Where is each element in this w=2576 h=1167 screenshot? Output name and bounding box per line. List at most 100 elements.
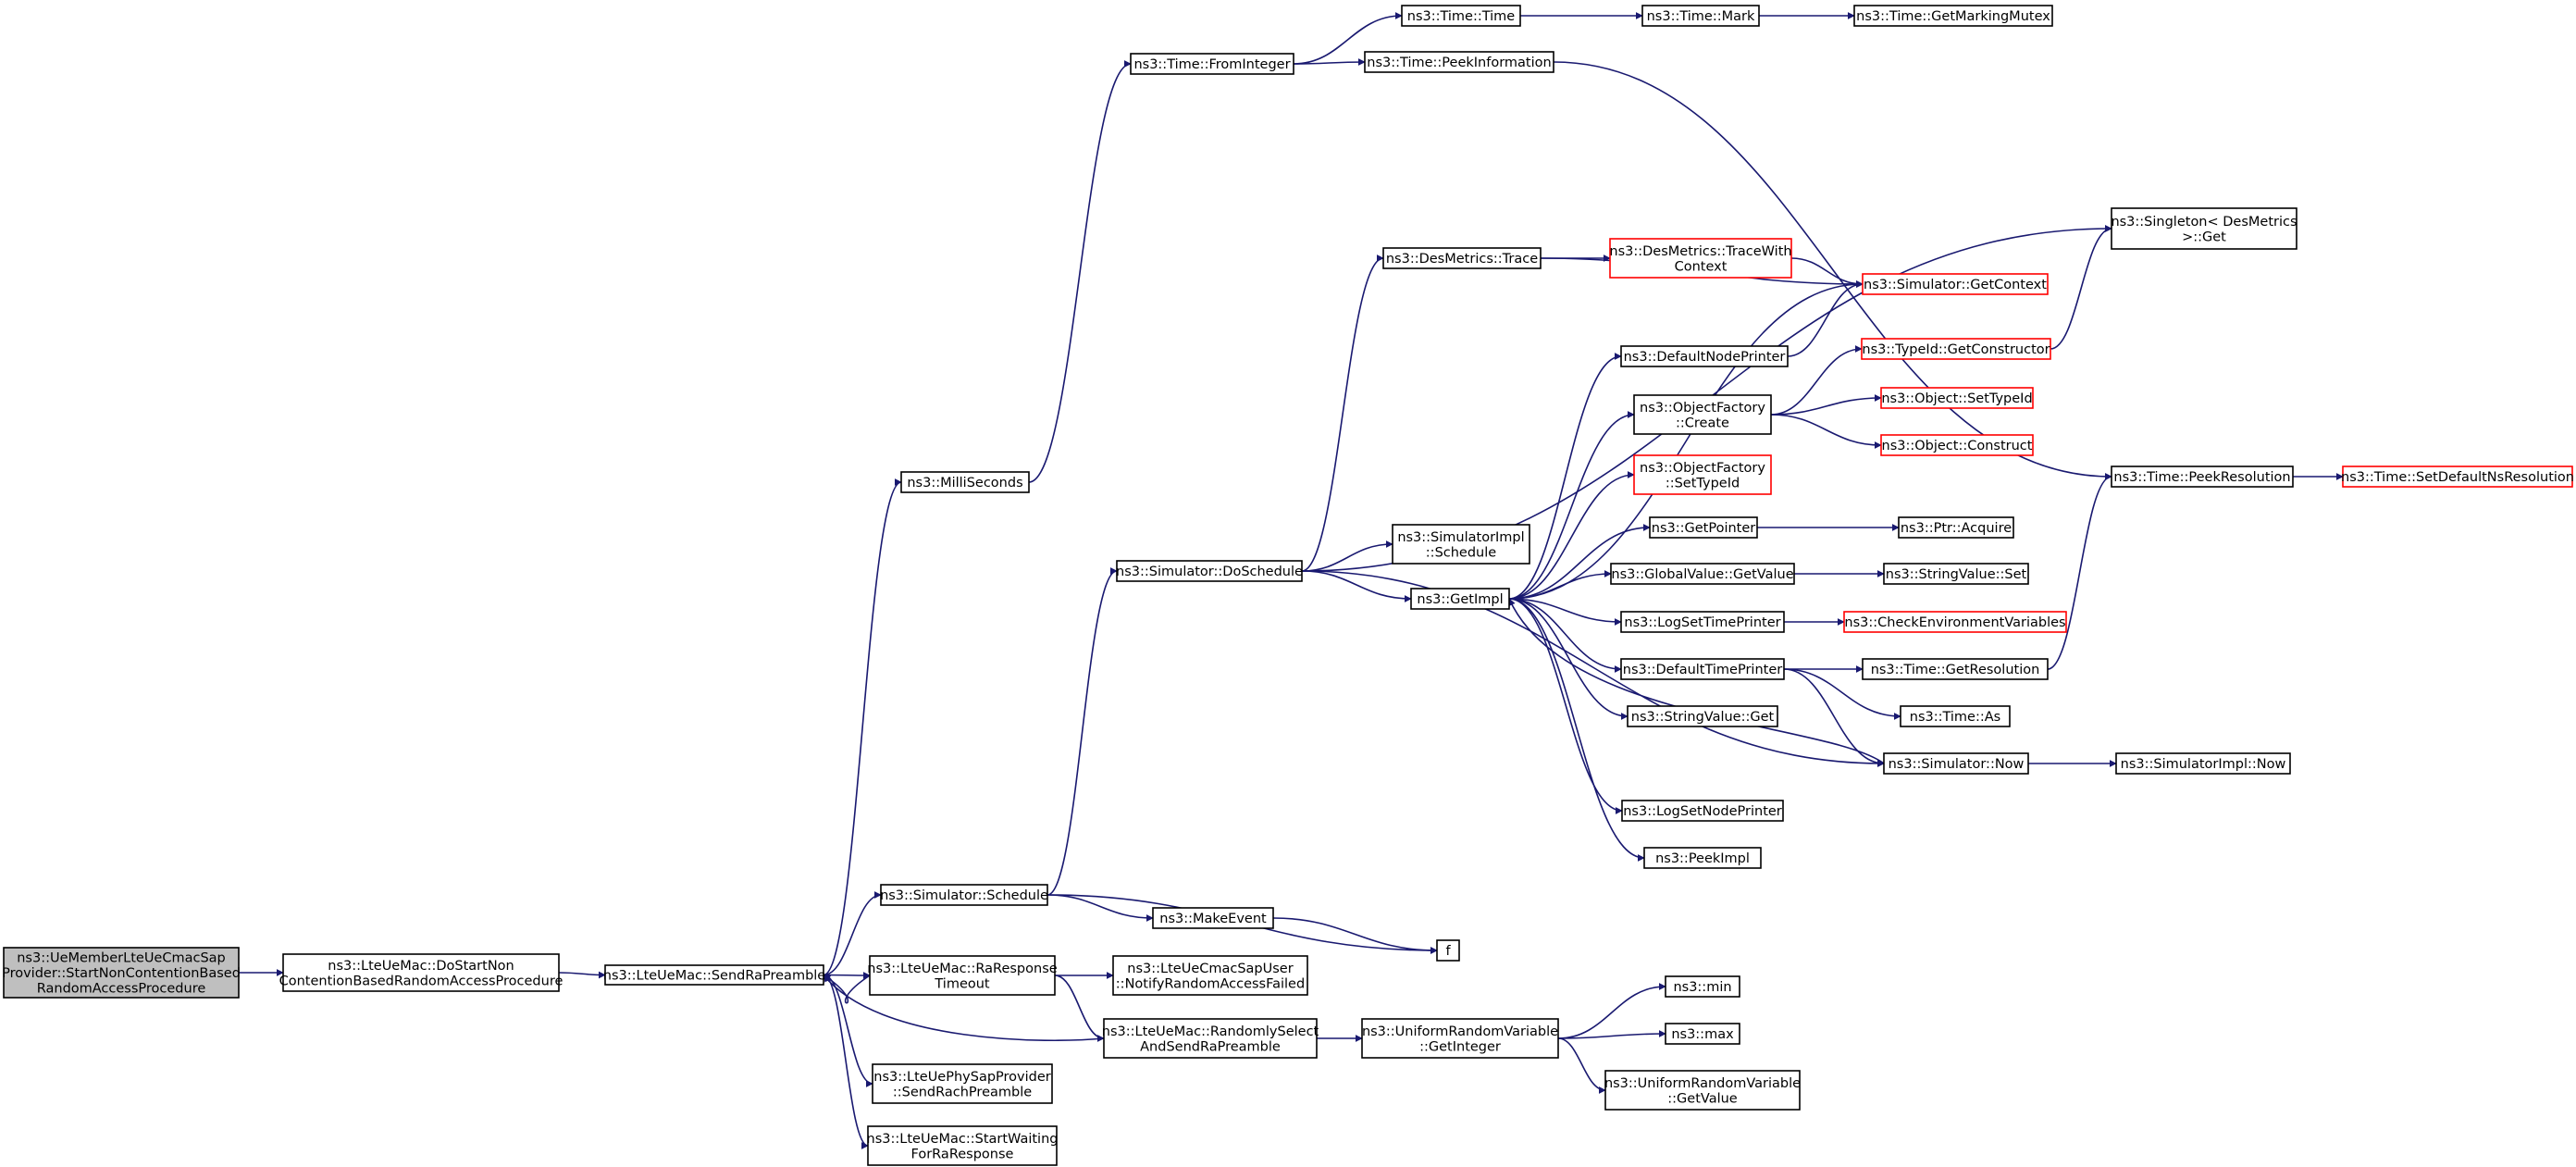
node-label: ns3::Object::SetTypeId <box>1881 391 2032 406</box>
edge-urvGetInt-to-urvGetVal <box>1557 1037 1606 1094</box>
edge-defTimePrinter-to-timeAs <box>1783 668 1901 720</box>
node-objConstruct[interactable]: ns3::Object::Construct <box>1880 434 2034 456</box>
node-makeEvent[interactable]: ns3::MakeEvent <box>1152 907 1274 929</box>
node-milli[interactable]: ns3::MilliSeconds <box>900 471 1030 493</box>
edge-raTimeout-to-sendRa <box>823 974 871 1004</box>
node-root[interactable]: ns3::UeMemberLteUeCmacSapProvider::Start… <box>2 947 241 999</box>
node-svGet[interactable]: ns3::StringValue::Get <box>1627 705 1778 727</box>
node-label: ns3::LogSetNodePrinter <box>1623 804 1782 819</box>
node-box <box>1610 563 1795 585</box>
node-label: ns3::GetImpl <box>1417 592 1503 607</box>
node-simImplNow[interactable]: ns3::SimulatorImpl::Now <box>2115 752 2291 775</box>
node-label: ns3::StringValue::Get <box>1631 710 1775 725</box>
node-simSchedule[interactable]: ns3::Simulator::Schedule <box>880 884 1048 906</box>
node-setDefNs[interactable]: ns3::Time::SetDefaultNsResolution <box>2341 466 2574 488</box>
node-ofCreate[interactable]: ns3::ObjectFactory::Create <box>1633 394 1772 435</box>
node-label: ns3::Simulator::Schedule <box>880 888 1048 903</box>
node-box <box>1643 847 1762 869</box>
node-box <box>1382 247 1542 269</box>
node-box <box>1364 51 1554 73</box>
node-simImplSched[interactable]: ns3::SimulatorImpl::Schedule <box>1392 524 1530 565</box>
node-box <box>1853 5 2053 27</box>
node-ofSetTypeId[interactable]: ns3::ObjectFactory::SetTypeId <box>1633 454 1772 495</box>
node-doStart[interactable]: ns3::LteUeMac::DoStartNonContentionBased… <box>279 953 564 992</box>
node-svSet[interactable]: ns3::StringValue::Set <box>1883 563 2029 585</box>
node-box <box>1641 5 1760 27</box>
node-peekInfo[interactable]: ns3::Time::PeekInformation <box>1364 51 1554 73</box>
node-doSchedule[interactable]: ns3::Simulator::DoSchedule <box>1116 560 1303 582</box>
edge-getImpl-to-gvGetValue <box>1508 570 1612 600</box>
node-label: ns3::SimulatorImpl <box>1397 530 1524 545</box>
node-gvGetValue[interactable]: ns3::GlobalValue::GetValue <box>1610 563 1795 585</box>
edge-getRes-to-peekRes <box>2047 473 2112 670</box>
node-logSetNode[interactable]: ns3::LogSetNodePrinter <box>1621 800 1784 822</box>
node-defNodePrinter[interactable]: ns3::DefaultNodePrinter <box>1620 345 1789 367</box>
node-getPointer[interactable]: ns3::GetPointer <box>1649 516 1758 539</box>
node-fromInt[interactable]: ns3::Time::FromInteger <box>1130 53 1294 75</box>
edge-sendRa-to-simSchedule <box>823 891 882 976</box>
node-box <box>2342 466 2573 488</box>
node-box <box>1112 955 1308 996</box>
node-getContext[interactable]: ns3::Simulator::GetContext <box>1862 273 2049 295</box>
node-box <box>872 1063 1053 1104</box>
node-defTimePrinter[interactable]: ns3::DefaultTimePrinter <box>1620 658 1785 680</box>
edge-traceWith-to-getContext <box>1790 257 1864 288</box>
node-label: ns3::Time::Time <box>1407 9 1516 24</box>
node-label: ns3::Time::SetDefaultNsResolution <box>2341 470 2574 485</box>
node-getCtor[interactable]: ns3::TypeId::GetConstructor <box>1861 338 2051 360</box>
node-logSetTime[interactable]: ns3::LogSetTimePrinter <box>1620 611 1785 633</box>
node-label: ns3::LteUeMac::DoStartNon <box>328 959 514 974</box>
node-simNow[interactable]: ns3::Simulator::Now <box>1883 752 2029 775</box>
edge-getCtor-to-singleton <box>2050 225 2112 350</box>
node-box <box>880 884 1048 906</box>
node-notifyFailed[interactable]: ns3::LteUeCmacSapUser::NotifyRandomAcces… <box>1112 955 1308 996</box>
node-randSelect[interactable]: ns3::LteUeMac::RandomlySelectAndSendRaPr… <box>1102 1018 1319 1059</box>
node-peekRes[interactable]: ns3::Time::PeekResolution <box>2111 466 2294 488</box>
node-sendRach[interactable]: ns3::LteUePhySapProvider::SendRachPreamb… <box>872 1063 1053 1104</box>
node-box <box>1116 560 1303 582</box>
node-sendRa[interactable]: ns3::LteUeMac::SendRaPreamble <box>603 964 826 986</box>
node-desTrace[interactable]: ns3::DesMetrics::Trace <box>1382 247 1542 269</box>
node-ptrAcquire[interactable]: ns3::Ptr::Acquire <box>1898 516 2014 539</box>
node-timeAs[interactable]: ns3::Time::As <box>1900 705 2011 727</box>
node-label: f <box>1445 944 1451 959</box>
node-getImpl[interactable]: ns3::GetImpl <box>1410 588 1510 610</box>
edge-doSchedule-to-getImpl <box>1301 570 1412 602</box>
node-label: RandomAccessProcedure <box>37 982 206 997</box>
node-peekImpl[interactable]: ns3::PeekImpl <box>1643 847 1762 869</box>
node-box <box>1883 563 2029 585</box>
node-box <box>1633 394 1772 435</box>
node-f[interactable]: f <box>1436 939 1460 962</box>
edge-sendRa-to-sendRach <box>823 974 873 1087</box>
node-box <box>2111 466 2294 488</box>
node-getMarkMutex[interactable]: ns3::Time::GetMarkingMutex <box>1853 5 2053 27</box>
node-box <box>1880 387 2034 409</box>
node-label: ns3::StringValue::Set <box>1886 567 2027 582</box>
node-label: ns3::LogSetTimePrinter <box>1624 615 1780 630</box>
edge-ofCreate-to-getCtor <box>1770 345 1863 416</box>
node-timeMark[interactable]: ns3::Time::Mark <box>1641 5 1760 27</box>
node-label: ns3::Ptr::Acquire <box>1901 521 2012 536</box>
node-label: >::Get <box>2182 230 2226 244</box>
node-max[interactable]: ns3::max <box>1665 1023 1740 1045</box>
node-timeTime[interactable]: ns3::Time::Time <box>1401 5 1521 27</box>
node-box <box>867 1125 1058 1166</box>
node-label: ns3::LteUeMac::RandomlySelect <box>1102 1024 1319 1039</box>
node-label: ns3::DesMetrics::Trace <box>1386 252 1538 267</box>
node-label: ::NotifyRandomAccessFailed <box>1116 976 1305 991</box>
node-objSetTypeId[interactable]: ns3::Object::SetTypeId <box>1880 387 2034 409</box>
node-singleton[interactable]: ns3::Singleton< DesMetrics >::Get <box>2111 207 2297 250</box>
node-label: ns3::Simulator::GetContext <box>1864 278 2047 292</box>
node-urvGetVal[interactable]: ns3::UniformRandomVariable::GetValue <box>1604 1070 1801 1111</box>
node-label: ns3::UniformRandomVariable <box>1604 1076 1801 1091</box>
node-label: ns3::Time::As <box>1910 710 2000 725</box>
node-min[interactable]: ns3::min <box>1665 975 1740 998</box>
node-getRes[interactable]: ns3::Time::GetResolution <box>1862 658 2049 680</box>
node-checkEnv[interactable]: ns3::CheckEnvironmentVariables <box>1843 611 2067 633</box>
node-urvGetInt[interactable]: ns3::UniformRandomVariable::GetInteger <box>1361 1018 1559 1059</box>
node-box <box>2115 752 2291 775</box>
node-label: AndSendRaPreamble <box>1140 1039 1281 1054</box>
